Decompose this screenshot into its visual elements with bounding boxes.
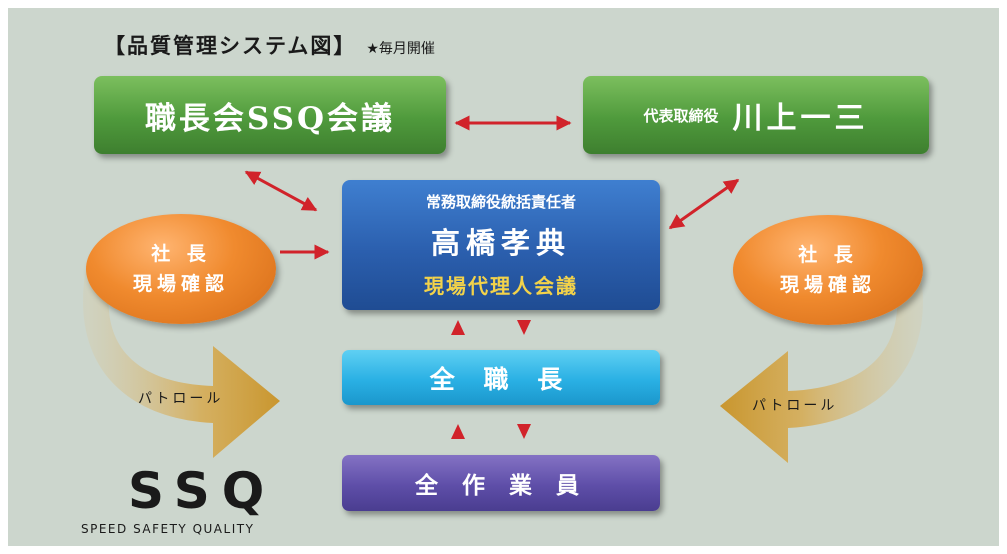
connector-layer	[82, 115, 923, 463]
page-title: 【品質管理システム図】 ★毎月開催	[104, 30, 435, 60]
all-workers-box: 全 作 業 員	[342, 455, 660, 511]
arrow-ssq-central	[244, 170, 318, 212]
site-agent-meeting-label: 現場代理人会議	[424, 274, 578, 298]
patrol-label-right: パトロール	[752, 398, 838, 414]
ssq-meeting-label: 職長会SSQ会議	[144, 100, 396, 137]
patrol-label-left: パトロール	[138, 391, 224, 407]
down-triangle-foremen	[517, 424, 531, 439]
ellipse-right-line2: 現場確認	[779, 274, 876, 296]
patrol-arrow-left	[82, 268, 280, 458]
arrow-president-central	[668, 178, 740, 230]
ssq-tagline: SPEED SAFETY QUALITY	[81, 522, 255, 536]
up-triangle-central	[451, 320, 465, 335]
all-workers-label: 全 作 業 員	[414, 472, 588, 499]
ssq-logo: SSQ	[128, 462, 277, 520]
title-text: 【品質管理システム図】	[104, 34, 357, 58]
patrol-arrow-right	[720, 270, 923, 463]
ssq-meeting-box: 職長会SSQ会議	[94, 76, 446, 154]
all-foremen-box: 全 職 長	[342, 350, 660, 405]
president-name: 川上一三	[732, 101, 869, 136]
president-box: 代表取締役 川上一三	[583, 76, 929, 154]
central-manager-box: 常務取締役統括責任者 高橋孝典 現場代理人会議	[342, 180, 660, 310]
up-triangle-foremen	[451, 424, 465, 439]
diagram-canvas: 【品質管理システム図】 ★毎月開催 職長会SSQ会議 代表取締役 川上一三 常務取…	[8, 8, 999, 546]
ellipse-right-line1: 社 長	[798, 244, 858, 266]
down-triangle-central	[517, 320, 531, 335]
ellipse-left-line1: 社 長	[151, 243, 211, 265]
title-note: ★毎月開催	[366, 41, 435, 57]
president-site-check-left: 社 長 現場確認	[86, 214, 276, 324]
ellipse-left-line2: 現場確認	[132, 273, 229, 295]
president-site-check-right: 社 長 現場確認	[733, 215, 923, 325]
all-foremen-label: 全 職 長	[429, 364, 573, 394]
central-role: 常務取締役統括責任者	[425, 193, 576, 211]
president-role: 代表取締役	[643, 106, 719, 125]
central-name: 高橋孝典	[430, 226, 571, 260]
